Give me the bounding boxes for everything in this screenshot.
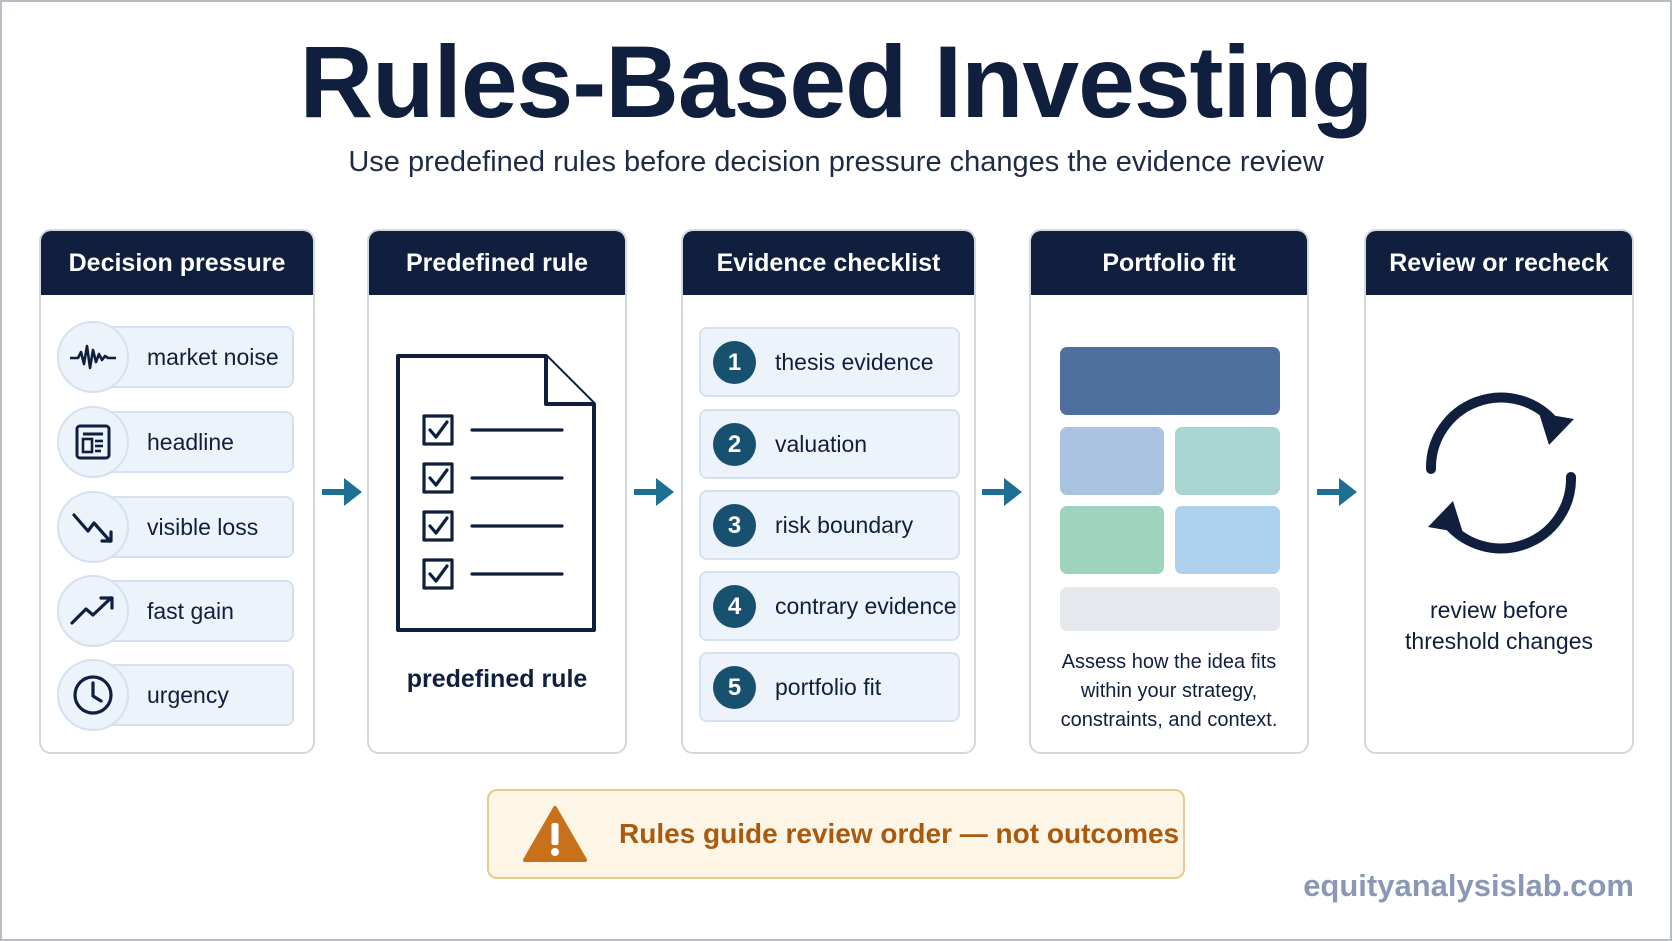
card-header: Decision pressure [41,231,313,295]
allocation-block [1060,347,1280,415]
card-header: Review or recheck [1366,231,1632,295]
evidence-checklist-card: Evidence checklist 1 thesis evidence 2 v… [681,229,976,754]
callout-text: Rules guide review order — not outcomes [619,818,1180,849]
flow-arrow-icon [982,478,1022,506]
pressure-item-market-noise: market noise [57,321,294,393]
pressure-item-headline: headline [57,406,294,478]
warning-callout: Rules guide review order — not outcomes [487,789,1185,879]
review-caption: review before threshold changes [1405,597,1593,654]
predefined-rule-card: Predefined rule predefined rule [367,229,627,754]
pressure-item-fast-gain: fast gain [57,575,294,647]
pressure-item-label: fast gain [147,597,234,624]
portfolio-allocation-grid [1060,347,1280,631]
step-number-badge: 5 [713,666,756,709]
step-number-badge: 2 [713,423,756,466]
footer-website: equityanalysislab.com [1303,868,1634,903]
trend-down-icon [57,491,129,563]
pressure-item-label: headline [147,428,234,455]
portfolio-fit-card: Portfolio fit Assess how the idea fits w… [1029,229,1309,754]
evidence-item: 2 valuation [699,409,960,479]
flow-arrow-icon [1317,478,1357,506]
flow-arrow-icon [322,478,362,506]
portfolio-caption: Assess how the idea fits within your str… [1060,651,1278,731]
card-header: Evidence checklist [683,231,974,295]
evidence-item: 5 portfolio fit [699,652,960,722]
evidence-item: 3 risk boundary [699,490,960,560]
evidence-item-label: risk boundary [775,511,914,538]
evidence-item-label: thesis evidence [775,348,934,375]
evidence-item: 1 thesis evidence [699,327,960,397]
evidence-item-label: portfolio fit [775,673,882,700]
review-recheck-card: Review or recheck review before threshol… [1364,229,1634,754]
flow-arrow-icon [634,478,674,506]
step-number-badge: 1 [713,341,756,384]
pressure-item-visible-loss: visible loss [57,491,294,563]
pressure-item-label: urgency [147,681,229,708]
warning-icon [523,806,587,862]
step-number-badge: 4 [713,585,756,628]
pressure-item-label: market noise [147,343,279,370]
checklist-document-icon [396,354,596,632]
clock-icon [57,659,129,731]
newspaper-icon [57,406,129,478]
page-subtitle: Use predefined rules before decision pre… [348,146,1324,178]
card-header: Predefined rule [369,231,625,295]
step-number-badge: 3 [713,504,756,547]
page-title: Rules-Based Investing [299,25,1374,139]
allocation-block [1060,427,1164,495]
pressure-item-label: visible loss [147,513,259,540]
evidence-item: 4 contrary evidence [699,571,960,641]
waveform-icon [57,321,129,393]
pressure-item-urgency: urgency [57,659,294,731]
evidence-item-label: contrary evidence [775,592,957,619]
cycle-arrows-icon [1425,392,1577,554]
card-header: Portfolio fit [1031,231,1307,295]
trend-up-icon [57,575,129,647]
allocation-block [1175,506,1280,574]
decision-pressure-card: Decision pressure market noise headline [39,229,315,754]
allocation-block [1060,587,1280,631]
allocation-block [1060,506,1164,574]
evidence-item-label: valuation [775,430,868,457]
rule-caption: predefined rule [406,665,588,693]
allocation-block [1175,427,1280,495]
